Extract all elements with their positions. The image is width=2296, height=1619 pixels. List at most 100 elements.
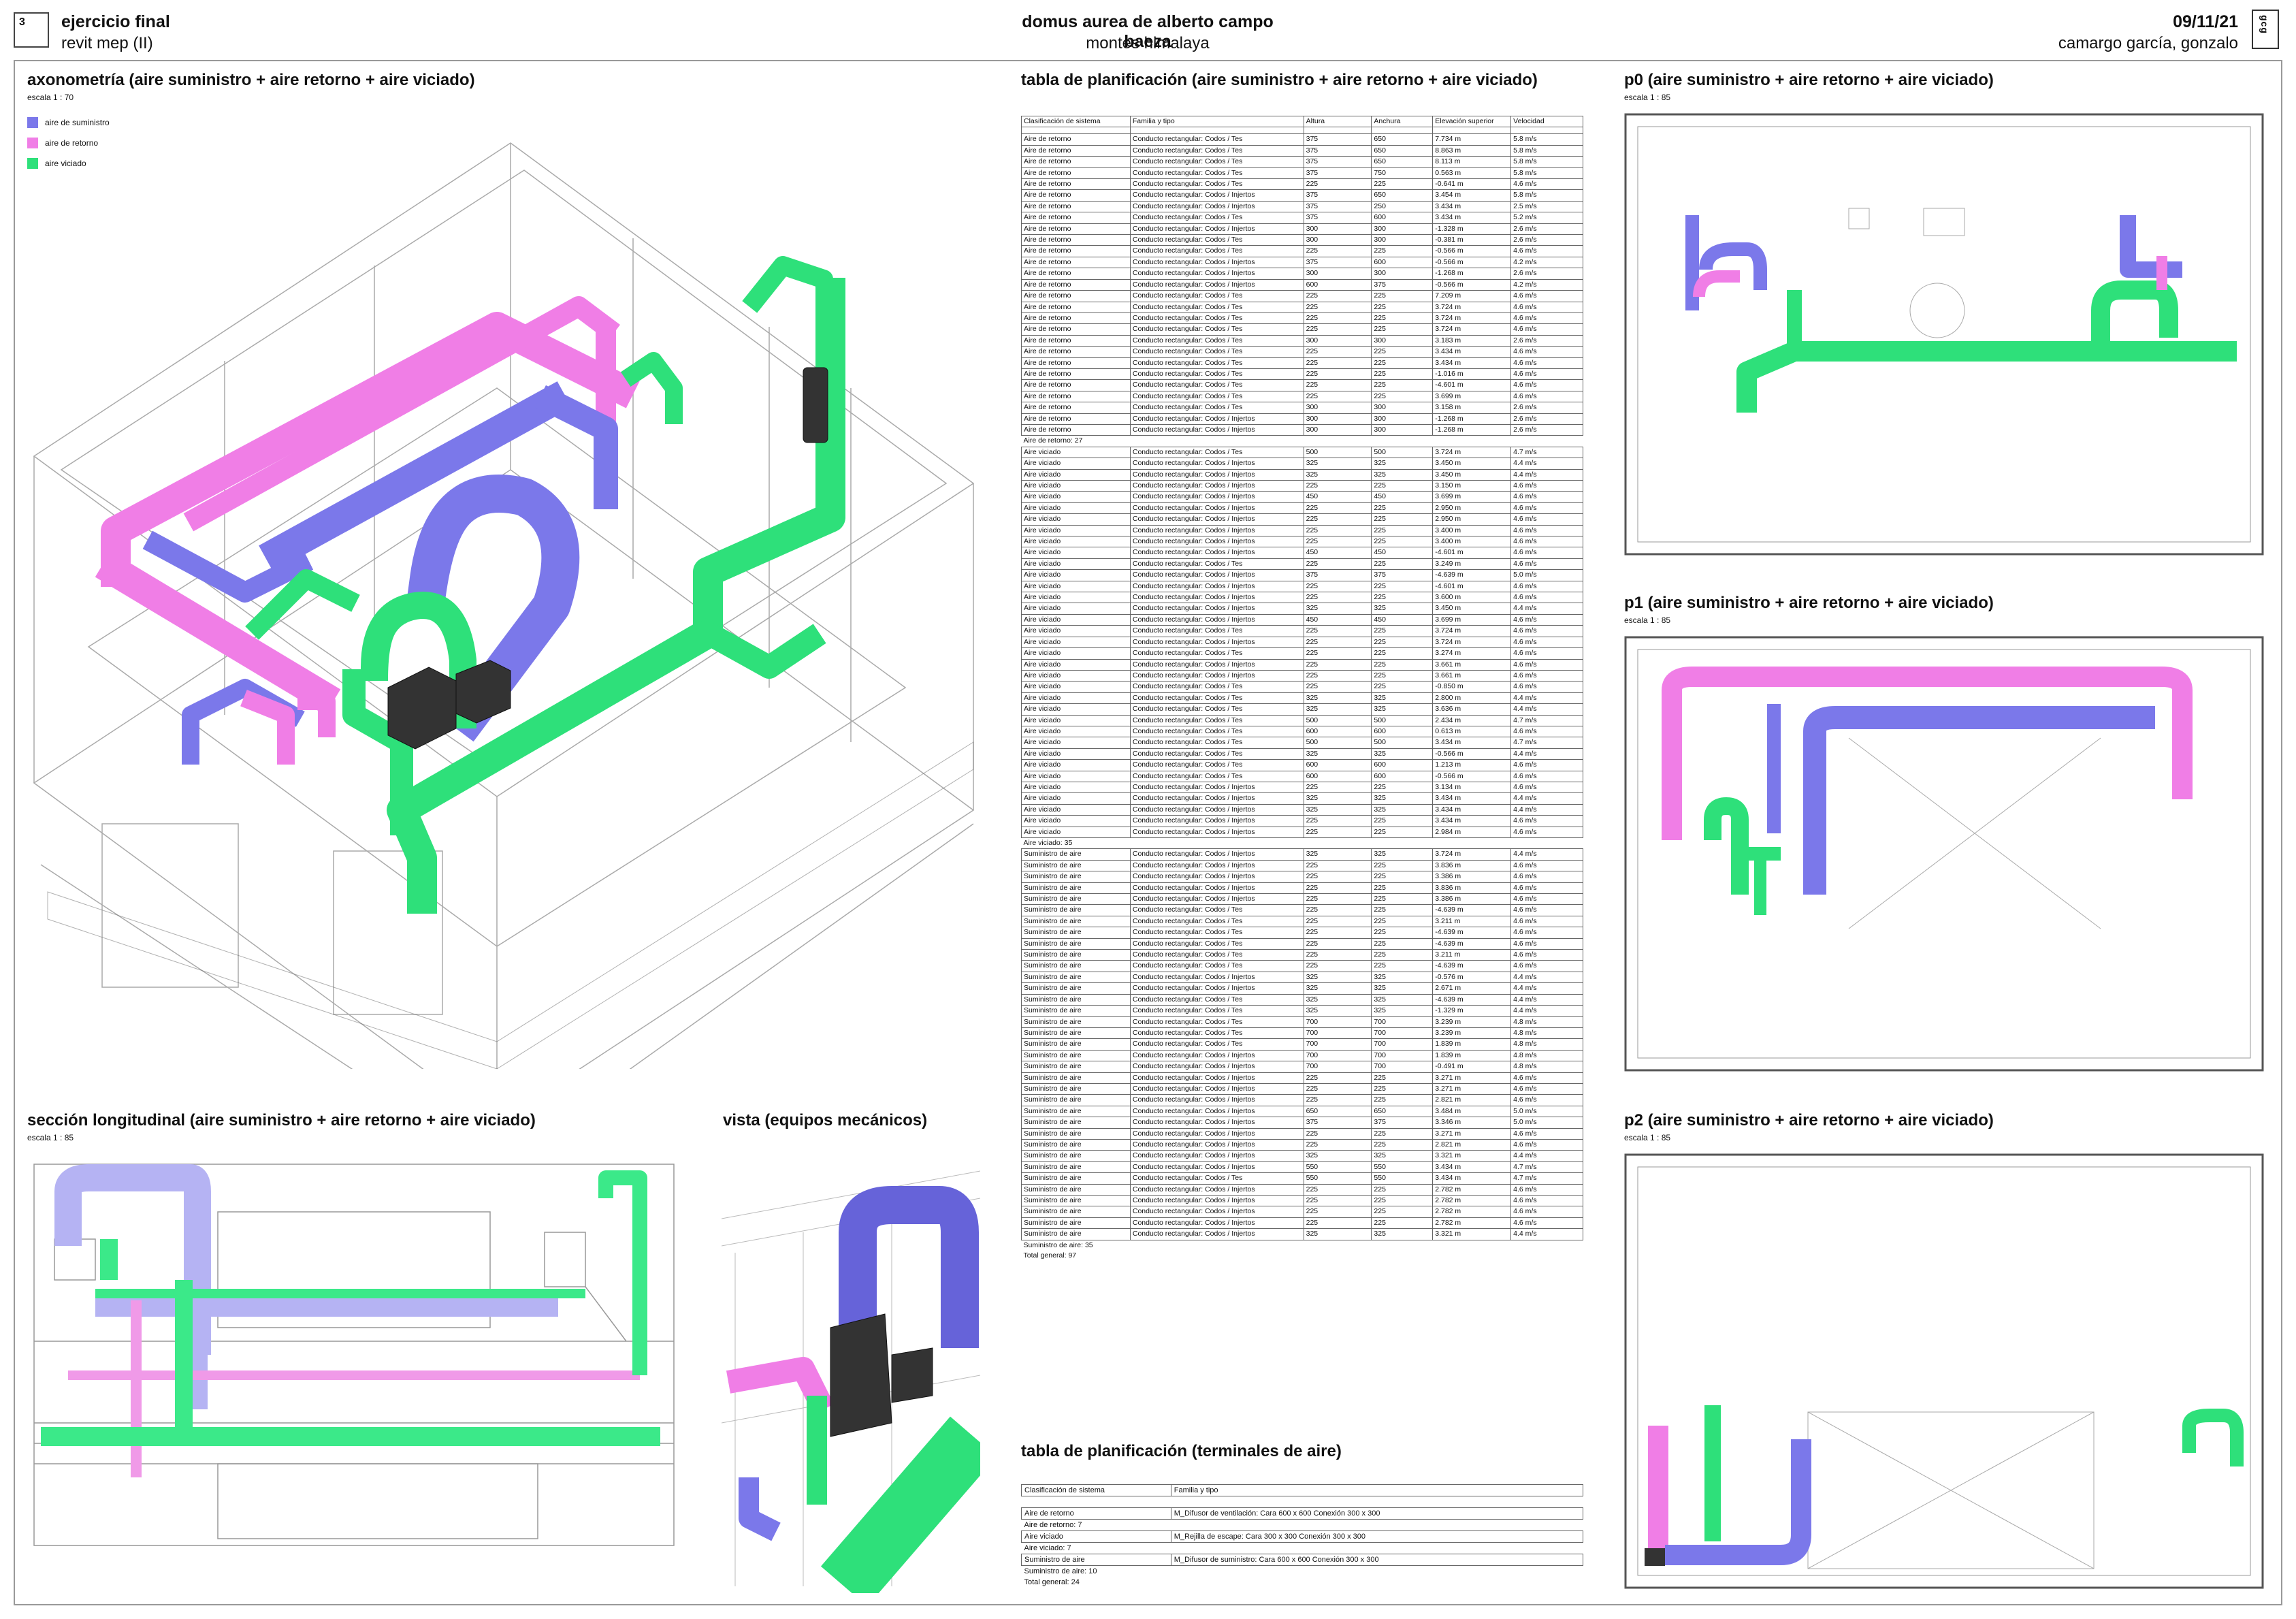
table-cell: 600	[1371, 256, 1434, 269]
section-scale: escala 1 : 85	[27, 1133, 74, 1142]
table-cell: Conducto rectangular: Codos / Tes	[1129, 949, 1304, 961]
table-cell	[1021, 127, 1131, 135]
table-cell: 225	[1371, 658, 1434, 671]
axonometric-drawing	[33, 142, 975, 1069]
table-cell: -4.639 m	[1432, 904, 1512, 916]
table-cell: 225	[1371, 390, 1434, 403]
table-cell: Aire viciado	[1021, 759, 1131, 771]
plan-p1-title: p1 (aire suministro + aire retorno + air…	[1624, 594, 1994, 612]
table-cell: Conducto rectangular: Codos / Injertos	[1129, 1217, 1304, 1230]
table-cell: 225	[1371, 937, 1434, 950]
table-cell: Conducto rectangular: Codos / Tes	[1129, 1038, 1304, 1051]
table-cell: 0.613 m	[1432, 725, 1512, 738]
table-cell: 600	[1371, 759, 1434, 771]
table-cell: 225	[1371, 245, 1434, 257]
table-cell: Conducto rectangular: Codos / Injertos	[1129, 971, 1304, 984]
table-cell: -1.268 m	[1432, 268, 1512, 280]
table-cell: 450	[1303, 613, 1372, 626]
table-cell: 650	[1371, 156, 1434, 168]
table-cell: 1.839 m	[1432, 1049, 1512, 1062]
table-cell: 300	[1371, 423, 1434, 436]
table-cell: Aire de retorno	[1021, 234, 1131, 246]
table-cell: Aire de retorno	[1021, 312, 1131, 325]
table-cell: -0.381 m	[1432, 234, 1512, 246]
table-cell: Conducto rectangular: Codos / Tes	[1129, 681, 1304, 693]
section-title: sección longitudinal (aire suministro + …	[27, 1111, 536, 1129]
table-cell: 3.271 m	[1432, 1083, 1512, 1095]
table-cell: Aire viciado	[1021, 569, 1131, 581]
table-cell: 450	[1303, 547, 1372, 559]
table-cell: 4.6 m/s	[1510, 647, 1583, 660]
table-cell: 225	[1371, 502, 1434, 515]
table-cell: 225	[1371, 915, 1434, 928]
table-cell: 700	[1303, 1061, 1372, 1073]
table-cell: 225	[1371, 301, 1434, 313]
table-cell: Suministro de aire	[1021, 915, 1131, 928]
table-cell: 550	[1303, 1161, 1372, 1174]
table-cell: Conducto rectangular: Codos / Injertos	[1129, 223, 1304, 236]
table-cell: 225	[1371, 592, 1434, 604]
table-cell: -1.268 m	[1432, 413, 1512, 425]
table-cell: 300	[1303, 423, 1372, 436]
table-cell: Suministro de aire	[1021, 1072, 1131, 1084]
table-cell: 4.6 m/s	[1510, 323, 1583, 336]
table-cell	[1371, 127, 1434, 135]
table-cell: 3.450 m	[1432, 603, 1512, 615]
table-cell: 3.271 m	[1432, 1072, 1512, 1084]
table-cell: 3.321 m	[1432, 1150, 1512, 1162]
table-cell: Aire viciado	[1021, 613, 1131, 626]
table-cell: 4.4 m/s	[1510, 792, 1583, 805]
table-cell: 2.5 m/s	[1510, 200, 1583, 213]
table-cell: Conducto rectangular: Codos / Injertos	[1129, 1049, 1304, 1062]
table-cell: 225	[1303, 524, 1372, 537]
table-cell: 4.6 m/s	[1510, 815, 1583, 827]
table-cell: 225	[1303, 658, 1372, 671]
table-cell: 650	[1303, 1105, 1372, 1118]
table-cell: 3.454 m	[1432, 189, 1512, 202]
table-cell: 375	[1303, 133, 1372, 146]
table-cell: 700	[1303, 1027, 1372, 1040]
table-cell: Conducto rectangular: Codos / Injertos	[1129, 882, 1304, 895]
table-cell: 4.6 m/s	[1510, 1138, 1583, 1151]
table-cell: Aire viciado	[1021, 558, 1131, 571]
table-cell: Suministro de aire	[1021, 1083, 1131, 1095]
table-cell: 4.6 m/s	[1510, 558, 1583, 571]
table-cell: 600	[1303, 278, 1372, 291]
table-cell: 225	[1371, 1183, 1434, 1196]
table-cell: Aire viciado	[1021, 513, 1131, 526]
table-cell: Conducto rectangular: Codos / Tes	[1129, 334, 1304, 347]
table-cell: 4.6 m/s	[1510, 725, 1583, 738]
table-cell: Conducto rectangular: Codos / Injertos	[1129, 268, 1304, 280]
table-cell: 225	[1371, 479, 1434, 492]
table-cell: 4.6 m/s	[1510, 1127, 1583, 1140]
table-cell: 4.6 m/s	[1510, 1094, 1583, 1106]
table-cell: 2.6 m/s	[1510, 423, 1583, 436]
table-cell: Conducto rectangular: Codos / Tes	[1129, 234, 1304, 246]
table-cell: Aire de retorno	[1021, 379, 1131, 391]
table-cell: Suministro de aire	[1021, 960, 1131, 972]
table-cell: Conducto rectangular: Codos / Tes	[1129, 368, 1304, 381]
table-cell: 4.6 m/s	[1510, 882, 1583, 895]
table-cell: Anchura	[1371, 115, 1434, 128]
table-cell: Suministro de aire	[1021, 1217, 1131, 1230]
table-cell: 225	[1371, 882, 1434, 895]
plan-p2-scale: escala 1 : 85	[1624, 1133, 1671, 1142]
table-cell: Aire viciado	[1021, 625, 1131, 637]
table-cell: 3.434 m	[1432, 815, 1512, 827]
table-cell: 4.6 m/s	[1510, 759, 1583, 771]
table-cell: -0.850 m	[1432, 681, 1512, 693]
table-cell: 325	[1371, 1005, 1434, 1017]
table-cell: 600	[1303, 725, 1372, 738]
table-cell: Conducto rectangular: Codos / Injertos	[1129, 1150, 1304, 1162]
table-cell: 300	[1303, 268, 1372, 280]
table-cell: Conducto rectangular: Codos / Tes	[1129, 1027, 1304, 1040]
